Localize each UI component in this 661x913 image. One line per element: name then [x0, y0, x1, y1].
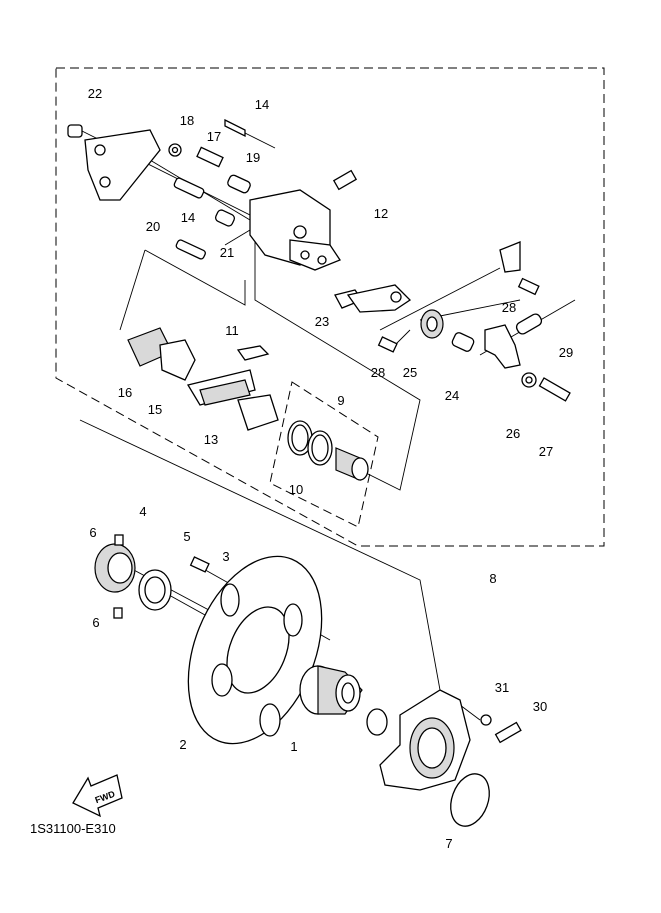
callout: 18: [180, 113, 194, 128]
callout: 24: [445, 388, 459, 403]
callout: 16: [118, 385, 132, 400]
callout: 7: [445, 836, 452, 851]
callout: 27: [539, 444, 553, 459]
callout: 5: [183, 529, 190, 544]
diagram-code: 1S31100-E310: [30, 821, 116, 836]
bolts-pins: [168, 118, 571, 402]
callout: 6: [92, 615, 99, 630]
callout: 20: [146, 219, 160, 234]
axle-nut-collar: [94, 534, 210, 619]
callout: 28: [371, 365, 385, 380]
callout: 10: [289, 482, 303, 497]
callout-labels: 22 18 14 17 19 12 20 14 21 11 23 28 29 1…: [88, 86, 573, 851]
piston: [420, 309, 444, 339]
piston-seal-kit: [287, 420, 369, 481]
callout: 11: [225, 323, 239, 338]
forward-arrow-icon: FWD: [72, 774, 123, 818]
callout: 25: [403, 365, 417, 380]
hub: [299, 665, 388, 736]
callout: 3: [222, 549, 229, 564]
caliper-assembly-boundary: [55, 67, 605, 547]
callout: 13: [204, 432, 218, 447]
callout: 29: [559, 345, 573, 360]
callout: 19: [246, 150, 260, 165]
callout: 31: [495, 680, 509, 695]
callout: 9: [337, 393, 344, 408]
brake-disc: [187, 555, 323, 745]
callout: 1: [290, 739, 297, 754]
seal-kit-boundary: [269, 381, 379, 528]
callout: 21: [220, 245, 234, 260]
caliper-bracket-lower: [379, 689, 522, 827]
callout: 26: [506, 426, 520, 441]
callout: 6: [89, 525, 96, 540]
brake-pads: [127, 327, 279, 431]
callout: 15: [148, 402, 162, 417]
caliper-bracket-upper: [67, 124, 161, 201]
callout: 2: [179, 737, 186, 752]
callout: 12: [374, 206, 388, 221]
callout: 17: [207, 129, 221, 144]
callout: 22: [88, 86, 102, 101]
callout: 4: [139, 504, 146, 519]
callout: 28: [502, 300, 516, 315]
callout: 23: [315, 314, 329, 329]
callout: 14: [255, 97, 269, 112]
callout: 8: [489, 571, 496, 586]
callout: 14: [181, 210, 195, 225]
callout: 30: [533, 699, 547, 714]
caliper-body: [249, 189, 521, 369]
